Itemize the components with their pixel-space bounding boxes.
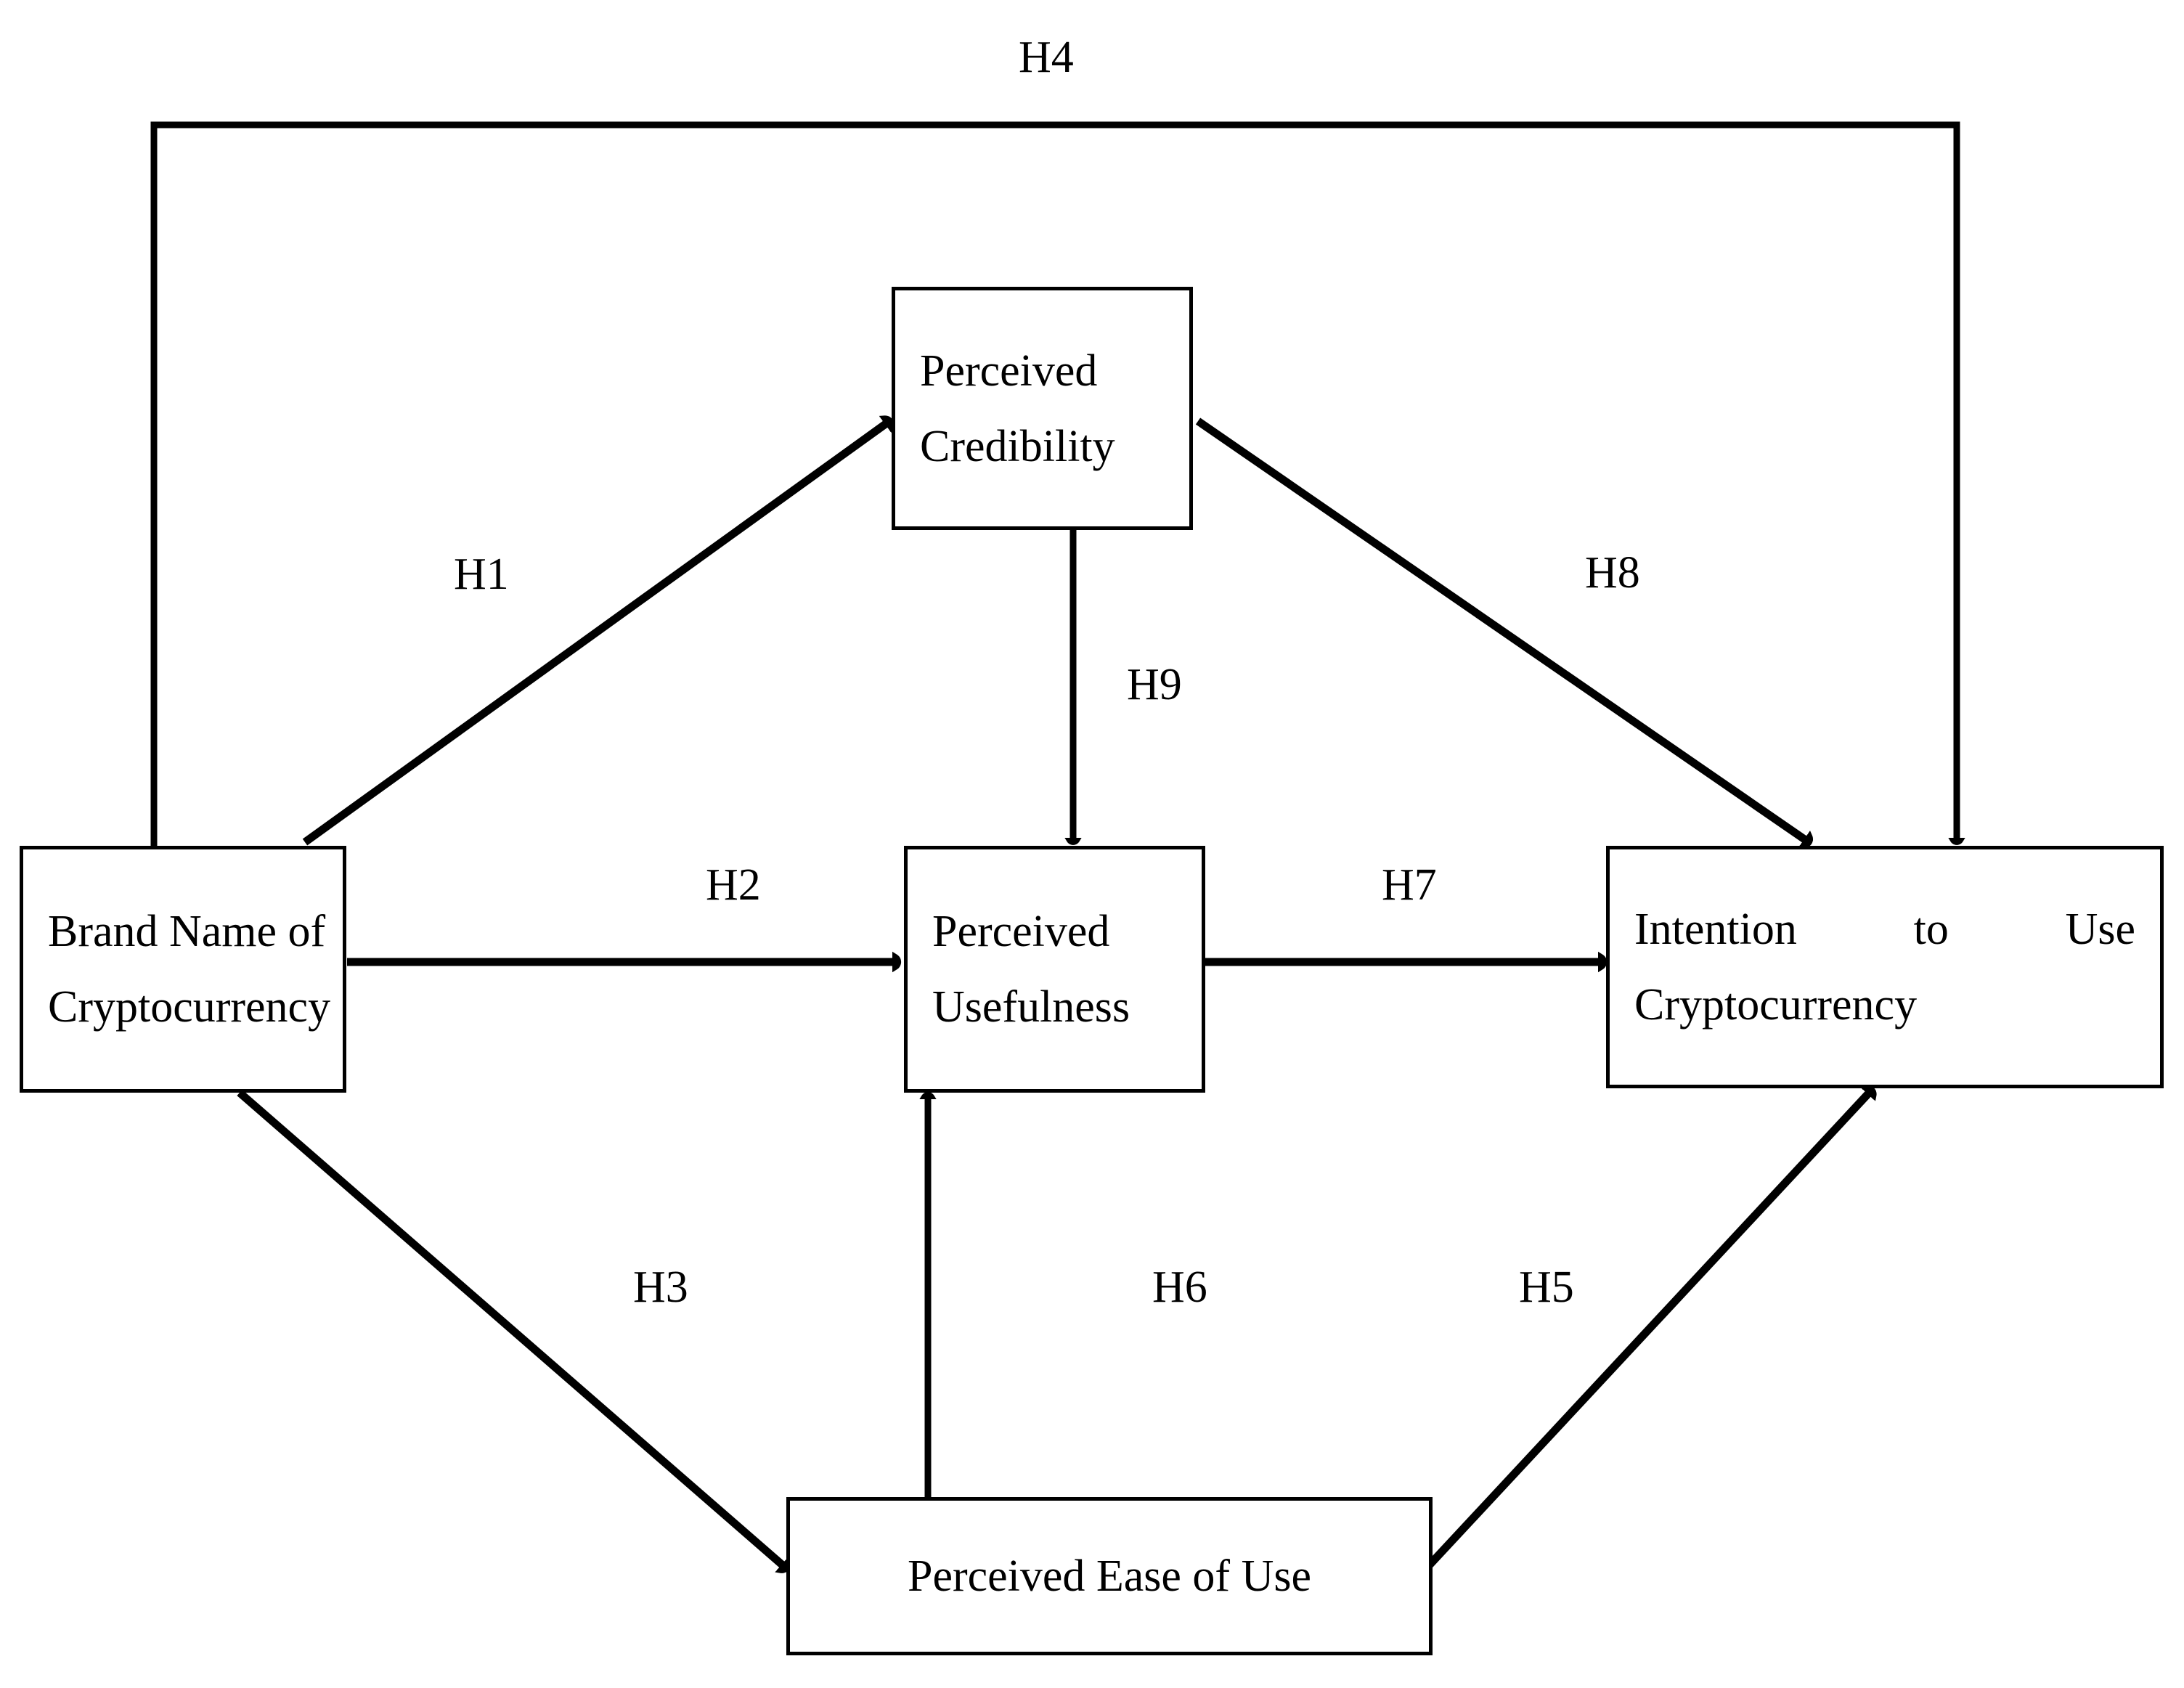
edge-label-h1: H1 — [454, 550, 509, 599]
node-perceived-ease-of-use[interactable]: Perceived Ease of Use — [786, 1497, 1433, 1655]
node-perceived-usefulness-label-line1: Perceived — [932, 907, 1110, 956]
edge-label-h3: H3 — [633, 1263, 688, 1312]
edge-label-h7: H7 — [1382, 860, 1437, 910]
edge-label-h6: H6 — [1152, 1263, 1207, 1312]
edge-label-h8: H8 — [1585, 548, 1640, 598]
node-intention-to-use-label-line2: Cryptocurrency — [1634, 980, 1918, 1029]
node-brand-name[interactable]: Brand Name of Cryptocurrency — [20, 846, 346, 1093]
node-intention-to-use[interactable]: Intention to Use Cryptocurrency — [1606, 846, 2164, 1088]
node-perceived-credibility-label-line2: Credibility — [920, 421, 1115, 471]
edge-h3-path — [237, 1089, 788, 1570]
edge-label-h9: H9 — [1127, 660, 1182, 709]
node-intention-to-use-label-line1: Intention to Use — [1634, 905, 2135, 954]
node-perceived-usefulness[interactable]: Perceived Usefulness — [904, 846, 1205, 1093]
node-perceived-credibility-label-line1: Perceived — [920, 346, 1098, 396]
edge-h8-path — [1195, 417, 1814, 844]
node-perceived-credibility[interactable]: Perceived Credibility — [892, 287, 1193, 530]
edge-h5-path — [1419, 1088, 1873, 1575]
edge-h1-path — [302, 420, 895, 846]
edge-label-h2: H2 — [706, 860, 761, 910]
node-perceived-usefulness-label-line2: Usefulness — [932, 982, 1130, 1032]
node-perceived-ease-of-use-label: Perceived Ease of Use — [907, 1552, 1312, 1601]
node-brand-name-label-line2: Cryptocurrency — [48, 982, 331, 1032]
edge-label-h5: H5 — [1519, 1263, 1574, 1312]
node-brand-name-label-line1: Brand Name of — [48, 907, 326, 956]
edge-label-h4: H4 — [1019, 33, 1074, 82]
